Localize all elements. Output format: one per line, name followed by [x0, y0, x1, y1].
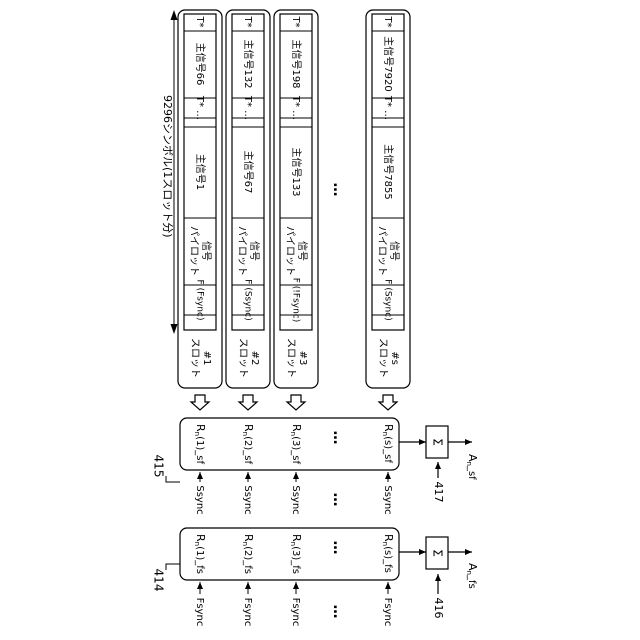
sync-input-label: Ssync [242, 485, 253, 514]
correlator-ellipsis: … [330, 541, 346, 556]
sync-input-label: Fsync [194, 598, 205, 627]
main-signal-first-label: 主信号7855 [382, 144, 394, 199]
sync-input-label: Ssync [382, 485, 393, 514]
correlator-output-label: Rn(s)_sf [381, 424, 395, 463]
correlator-output-label: Rn(2)_fs [241, 534, 255, 574]
correlator-bank-415: 415 Rn(1)_sfSsync Rn(2)_sfSsync Rn(3)_sfSs… [152, 418, 480, 515]
tail-symbol-ellipsis-label: T* … [194, 95, 205, 120]
frame-field-label: F (Ssync) [243, 279, 253, 320]
slot-label: スロット [285, 338, 296, 378]
correlator-index: (s)_fs [382, 546, 393, 573]
slot-number: #2 [249, 351, 260, 366]
slot-number: #1 [201, 351, 212, 366]
tail-symbol-ellipsis-label: T* … [242, 95, 253, 120]
sync-input-label: Ssync [194, 485, 205, 514]
main-signal-last-label: 主信号66 [194, 43, 206, 86]
output-sf-label: An_sf [465, 454, 479, 480]
pilot-signal-label-line1: パイロット [284, 226, 296, 276]
block-arrow-icon [239, 395, 257, 410]
main-signal-first-label: 主信号67 [242, 151, 254, 194]
output-fs-label: An_fs [465, 563, 479, 589]
tail-symbol-label: T* [194, 15, 205, 27]
bank-414-leader [166, 564, 180, 570]
output-sf-rest: _sf [466, 465, 477, 480]
slot-label: スロット [237, 338, 248, 378]
tail-symbol-label: T* [290, 15, 301, 27]
main-signal-first-label: 主信号1 [194, 154, 206, 190]
sum-symbol-417: Σ [431, 438, 445, 446]
slot-label: スロット [189, 338, 200, 378]
pilot-signal-label-line2: 信号 [200, 241, 212, 261]
frame-field-label: F (Ssync) [383, 279, 393, 320]
pilot-signal-label-line2: 信号 [388, 241, 400, 261]
sync-input-label: Fsync [242, 598, 253, 627]
correlator-index: (2)_fs [242, 546, 253, 574]
slot-number: #3 [297, 351, 308, 366]
correlator-index: (1)_fs [194, 546, 205, 574]
pilot-signal-label-line1: パイロット [188, 226, 200, 276]
correlator-index: (3)_sf [290, 436, 301, 464]
slot-number: #s [389, 351, 400, 365]
output-fs-rest: _fs [466, 574, 477, 589]
bank-415-box [180, 418, 399, 470]
pilot-signal-label-line2: 信号 [248, 241, 260, 261]
sum-ref-417: 417 [432, 482, 445, 503]
correlator-index: (1)_sf [194, 436, 205, 464]
sync-input-label: Fsync [290, 598, 301, 627]
sync-input-label: Fsync [382, 598, 393, 627]
main-signal-last-label: 主信号198 [290, 39, 302, 88]
slot-2: T* 主信号132 T* … 主信号67 パイロット信号 F (Ssync) スロット#2 [226, 10, 270, 388]
block-arrow-icon [191, 395, 209, 410]
sum-ref-416: 416 [432, 598, 445, 619]
correlator-output-label: Rn(2)_sf [241, 424, 255, 464]
bank-415-leader [166, 476, 180, 482]
correlator-output-label: Rn(1)_fs [193, 534, 207, 574]
input-ellipsis: … [330, 605, 346, 620]
slot-4: T* 主信号7920 T* … 主信号7855 パイロット信号 F (Ssync) スロット… [366, 10, 410, 388]
tail-symbol-label: T* [382, 15, 393, 27]
bank-415-ref: 415 [152, 455, 166, 478]
main-signal-first-label: 主信号133 [290, 147, 302, 196]
sum-symbol-416: Σ [431, 549, 445, 557]
correlator-index: (3)_fs [290, 546, 301, 574]
tail-symbol-ellipsis-label: T* … [382, 95, 393, 120]
correlator-index: (s)_sf [382, 436, 393, 463]
slot-ellipsis: … [330, 183, 346, 198]
input-ellipsis: … [330, 493, 346, 508]
correlator-ellipsis: … [330, 431, 346, 446]
pilot-signal-label-line1: パイロット [236, 226, 248, 276]
correlator-output-label: Rn(3)_fs [289, 534, 303, 574]
frame-field-label: F (Fsync) [195, 280, 205, 321]
tail-symbol-label: T* [242, 15, 253, 27]
bank-414-box [180, 528, 399, 580]
dimension-arrow-top-icon [171, 10, 178, 20]
block-arrow-icon [379, 395, 397, 410]
slot-structures: T*主信号66T* …主信号1パイロット信号F (Fsync)スロット#1T*主… [178, 10, 410, 388]
tail-symbol-ellipsis-label: T* … [290, 95, 301, 120]
slot-3: T* 主信号198 T* … 主信号133 パイロット信号 F (!Fsync) スロット#… [274, 10, 318, 388]
symbol-count-label: 9296シンボル(1スロット分) [161, 95, 174, 238]
correlator-output-label: Rn(1)_sf [193, 424, 207, 464]
sync-input-label: Ssync [290, 485, 301, 514]
correlator-index: (2)_sf [242, 436, 253, 464]
dimension-arrow-bottom-icon [171, 324, 178, 334]
pilot-signal-label-line2: 信号 [296, 241, 308, 261]
slot-to-correlator-arrows [191, 395, 397, 410]
slot-label: スロット [377, 338, 388, 378]
correlator-output-label: Rn(3)_sf [289, 424, 303, 464]
symbol-dimension: 9296シンボル(1スロット分) [161, 10, 178, 334]
main-signal-last-label: 主信号7920 [382, 36, 394, 91]
block-arrow-icon [287, 395, 305, 410]
slot-1: T* 主信号66 T* … 主信号1 パイロット信号 F (Fsync) スロット#1 [178, 10, 222, 388]
bank-414-ref: 414 [152, 569, 166, 592]
correlator-output-label: Rn(s)_fs [381, 534, 395, 573]
frame-field-label: F (!Fsync) [291, 278, 301, 323]
main-signal-last-label: 主信号132 [242, 39, 254, 88]
pilot-signal-label-line1: パイロット [376, 226, 388, 276]
correlator-bank-414: 414 Rn(1)_fsFsync Rn(2)_fsFsync Rn(3)_fsFs… [152, 528, 480, 626]
